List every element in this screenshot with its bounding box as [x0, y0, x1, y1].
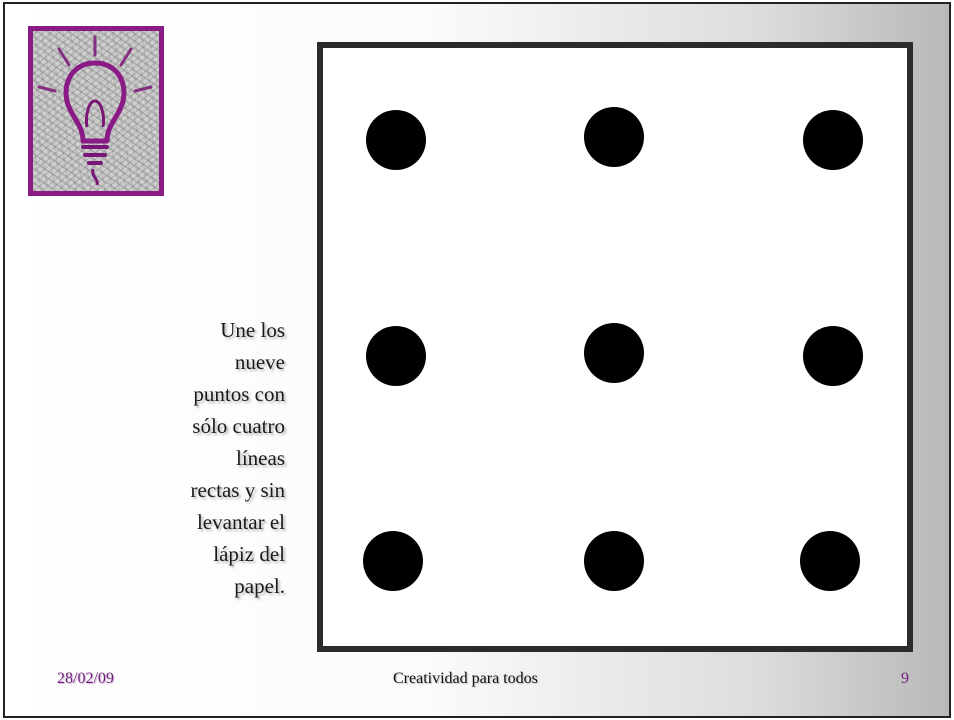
footer-title: Creatividad para todos	[393, 670, 538, 688]
nine-dots-puzzle	[317, 42, 913, 652]
lightbulb-logo	[28, 26, 164, 196]
puzzle-instructions: Une los nueve puntos con sólo cuatro lín…	[135, 314, 285, 602]
puzzle-dot	[584, 323, 644, 383]
instruction-line: levantar el	[135, 506, 285, 538]
puzzle-dot	[363, 531, 423, 591]
instruction-line: lápiz del	[135, 538, 285, 570]
instruction-line: rectas y sin	[135, 474, 285, 506]
puzzle-dot	[366, 110, 426, 170]
puzzle-dot	[584, 531, 644, 591]
puzzle-dot	[803, 326, 863, 386]
instruction-line: Une los	[135, 314, 285, 346]
instruction-line: papel.	[135, 570, 285, 602]
instruction-line: puntos con	[135, 378, 285, 410]
page-number: 9	[901, 670, 909, 688]
instruction-line: sólo cuatro	[135, 410, 285, 442]
puzzle-dot	[803, 110, 863, 170]
puzzle-dot	[584, 107, 644, 167]
puzzle-dot	[800, 531, 860, 591]
lightbulb-icon	[33, 31, 159, 191]
puzzle-dot	[366, 326, 426, 386]
instruction-line: nueve	[135, 346, 285, 378]
instruction-line: líneas	[135, 442, 285, 474]
footer-date: 28/02/09	[57, 670, 114, 688]
slide: Une los nueve puntos con sólo cuatro lín…	[3, 2, 951, 718]
